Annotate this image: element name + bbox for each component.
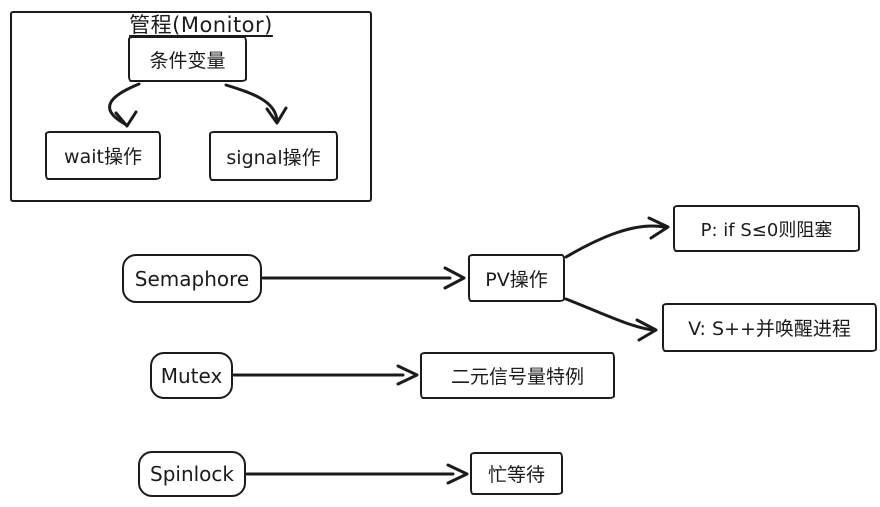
arrow-mutex-to-binary — [232, 364, 419, 386]
p-operation-label: P: if S≤0则阻塞 — [700, 219, 833, 241]
busy-wait-label: 忙等待 — [487, 464, 545, 486]
arrow-pv-to-p — [564, 216, 670, 259]
v-operation-box: V: S++并唤醒进程 — [662, 303, 877, 352]
mutex-label: Mutex — [160, 363, 223, 388]
pv-operation-box: PV操作 — [468, 254, 565, 302]
arrow-spinlock-to-busywait — [245, 463, 469, 485]
v-operation-label: V: S++并唤醒进程 — [688, 318, 851, 340]
signal-operation-label: signal操作 — [226, 146, 321, 169]
arrow-pv-to-v — [564, 297, 658, 342]
monitor-group-box — [10, 11, 372, 202]
binary-semaphore-box: 二元信号量特例 — [420, 352, 615, 399]
semaphore-box: Semaphore — [122, 254, 262, 303]
signal-operation-box: signal操作 — [209, 131, 338, 181]
arrow-semaphore-to-pv — [261, 266, 466, 290]
binary-semaphore-label: 二元信号量特例 — [450, 366, 584, 388]
wait-operation-box: wait操作 — [45, 131, 161, 180]
p-operation-box: P: if S≤0则阻塞 — [673, 205, 860, 252]
pv-operation-label: PV操作 — [485, 268, 548, 291]
spinlock-label: Spinlock — [150, 462, 234, 486]
monitor-title: 管程(Monitor) — [129, 13, 273, 37]
spinlock-box: Spinlock — [138, 451, 246, 497]
busy-wait-box: 忙等待 — [470, 452, 563, 495]
wait-operation-label: wait操作 — [64, 146, 142, 168]
mutex-box: Mutex — [150, 352, 233, 399]
condition-variable-label: 条件变量 — [149, 49, 226, 72]
condition-variable-box: 条件变量 — [128, 36, 247, 82]
semaphore-label: Semaphore — [134, 266, 250, 291]
